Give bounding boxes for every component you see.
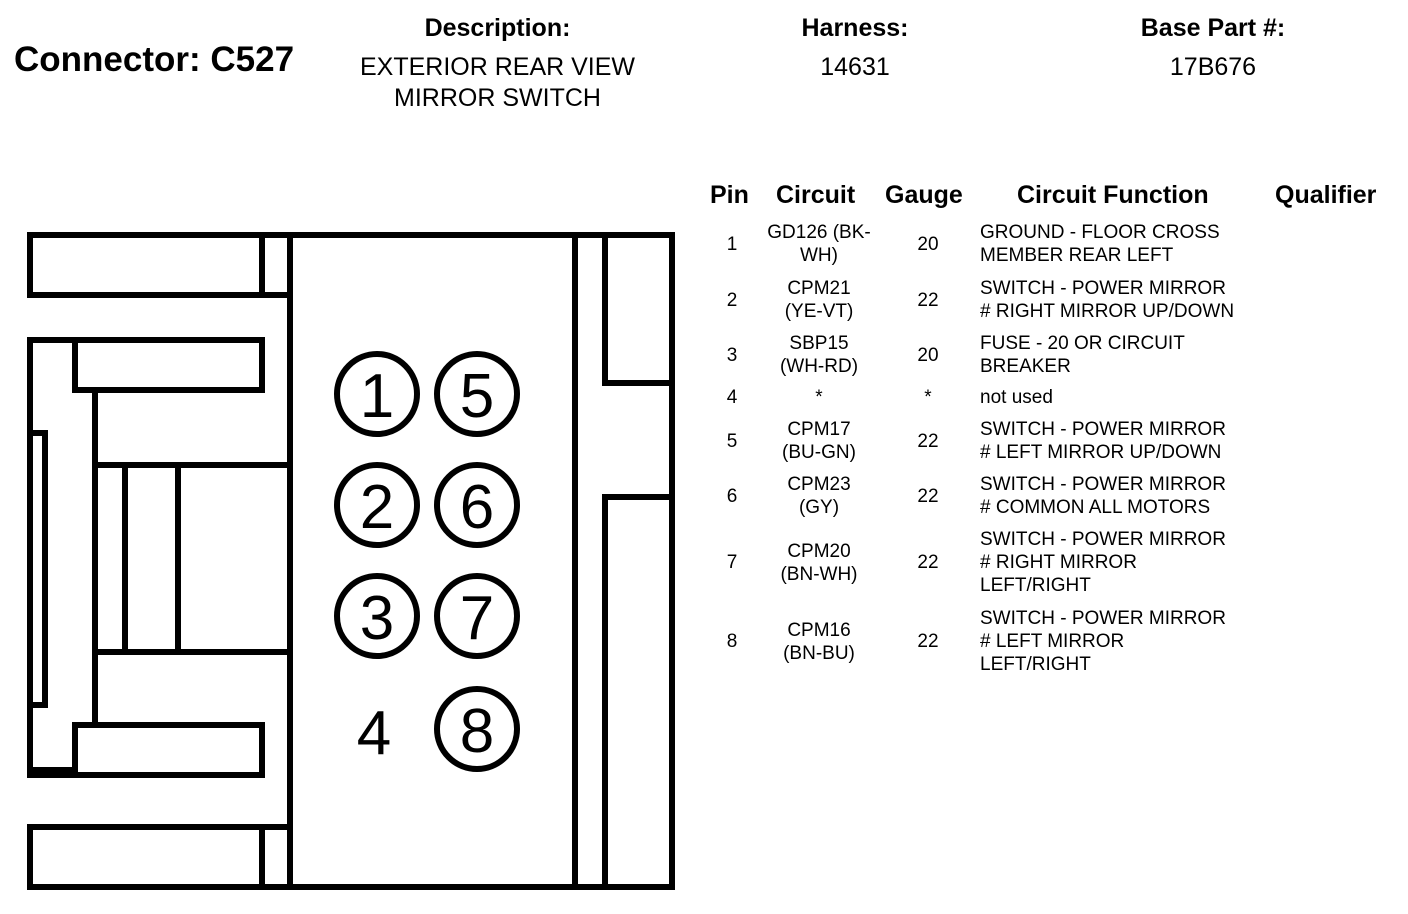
- cell-gauge: 20: [917, 344, 939, 366]
- description-line-1: EXTERIOR REAR VIEW: [359, 53, 636, 81]
- connector-face-diagram: 1 2 3 4 5 6 7 8: [27, 232, 675, 890]
- col-header-gauge: Gauge: [885, 181, 963, 209]
- base-part-header: Base Part #:: [1140, 14, 1286, 42]
- pin-circle-3: [334, 573, 420, 659]
- cell-pin: 7: [726, 552, 738, 573]
- pin-label-1: 1: [360, 362, 394, 431]
- cell-gauge: 22: [917, 289, 939, 311]
- pin-circle-6: [434, 462, 520, 548]
- pin-label-3: 3: [360, 584, 394, 653]
- cell-pin: 8: [726, 631, 738, 652]
- cell-circuit: SBP15 (WH-RD): [779, 333, 859, 377]
- pin-label-2: 2: [360, 473, 394, 542]
- cell-gauge: 22: [917, 631, 939, 652]
- cell-function: FUSE - 20 OR CIRCUIT BREAKER: [980, 333, 1185, 377]
- pin-circle-7: [434, 573, 520, 659]
- harness-value: 14631: [820, 53, 890, 81]
- connector-title: Connector: C527: [14, 40, 295, 79]
- cell-gauge: 22: [917, 430, 939, 452]
- cell-circuit: CPM17 (BU-GN): [782, 419, 856, 463]
- harness-header: Harness:: [801, 14, 909, 42]
- cell-gauge: 22: [917, 552, 939, 573]
- cell-pin: 2: [726, 289, 738, 311]
- cell-circuit: CPM23 (GY): [787, 474, 851, 518]
- col-header-circuit: Circuit: [776, 181, 856, 209]
- cell-gauge: *: [924, 387, 932, 408]
- cell-circuit: *: [815, 387, 823, 408]
- col-header-pin: Pin: [710, 181, 749, 209]
- cell-pin: 4: [726, 387, 738, 408]
- description-header: Description:: [424, 14, 571, 42]
- cell-function: SWITCH - POWER MIRROR # RIGHT MIRROR LEF…: [980, 529, 1226, 596]
- pin-label-4: 4: [357, 699, 391, 768]
- pin-cavities: [334, 351, 520, 772]
- pin-label-6: 6: [460, 473, 494, 542]
- cell-gauge: 20: [917, 233, 939, 255]
- pin-label-7: 7: [460, 584, 494, 653]
- pin-label-5: 5: [460, 362, 494, 431]
- description-line-2: MIRROR SWITCH: [394, 84, 601, 112]
- col-header-function: Circuit Function: [1017, 181, 1209, 209]
- cell-circuit: CPM20 (BN-WH): [780, 540, 858, 585]
- base-part-value: 17B676: [1169, 53, 1257, 81]
- pin-circle-1: [334, 351, 420, 437]
- cell-gauge: 22: [917, 485, 939, 507]
- pin-circle-8: [434, 686, 520, 772]
- cell-pin: 5: [726, 430, 738, 452]
- pin-label-8: 8: [460, 697, 494, 766]
- pin-circle-2: [334, 462, 420, 548]
- cell-function: SWITCH - POWER MIRROR # LEFT MIRROR LEFT…: [980, 608, 1226, 675]
- cell-circuit: CPM21 (YE-VT): [784, 278, 854, 322]
- cell-function: SWITCH - POWER MIRROR # LEFT MIRROR UP/D…: [980, 419, 1226, 463]
- cell-pin: 1: [726, 233, 738, 255]
- cell-function: not used: [980, 387, 1053, 408]
- cell-function: GROUND - FLOOR CROSS MEMBER REAR LEFT: [980, 222, 1220, 266]
- cell-circuit: GD126 (BK- WH): [767, 222, 871, 266]
- cell-pin: 6: [726, 485, 738, 507]
- connector-housing: [27, 232, 675, 890]
- cell-pin: 3: [726, 344, 738, 366]
- cell-circuit: CPM16 (BN-BU): [783, 619, 855, 664]
- cell-function: SWITCH - POWER MIRROR # RIGHT MIRROR UP/…: [980, 278, 1235, 322]
- cell-function: SWITCH - POWER MIRROR # COMMON ALL MOTOR…: [980, 474, 1226, 518]
- pin-circle-5: [434, 351, 520, 437]
- col-header-qualifier: Qualifier: [1275, 181, 1377, 209]
